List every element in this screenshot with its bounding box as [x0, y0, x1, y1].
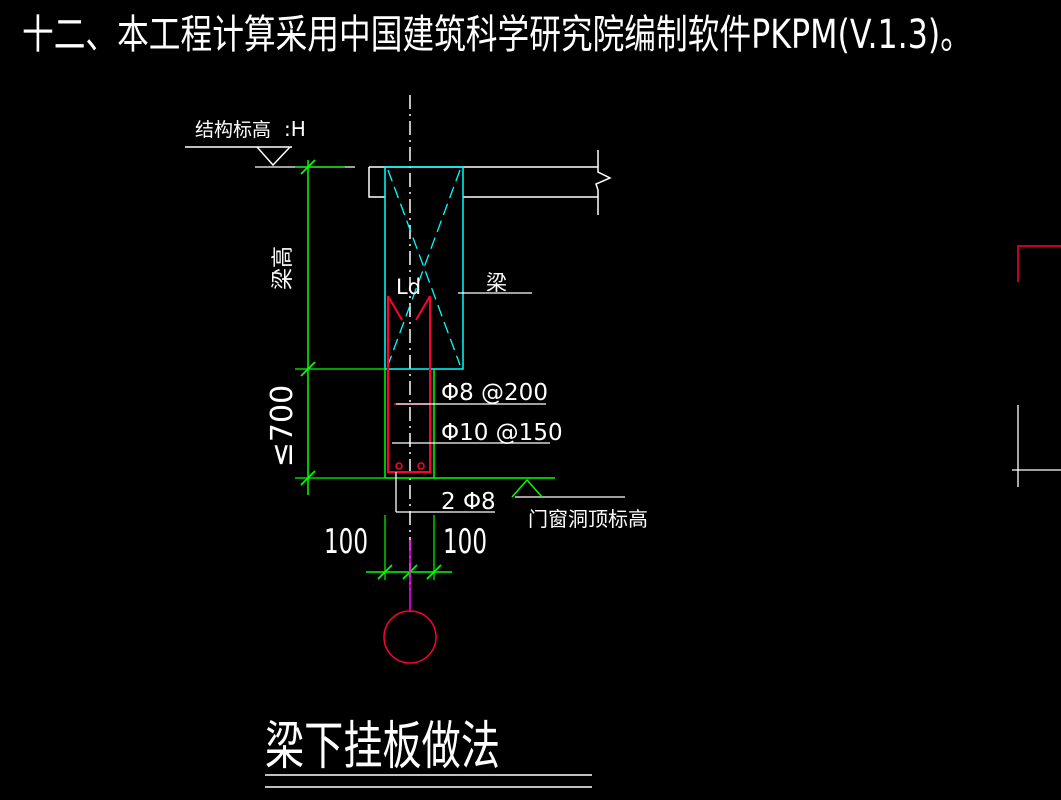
elevation-symbol: :H: [284, 117, 306, 141]
vertical-dimension: [295, 159, 385, 495]
opening-top-elevation-label: 门窗洞顶标高: [528, 507, 648, 531]
structure-elevation-marker: [185, 146, 355, 168]
opening-elevation-marker: [511, 478, 543, 498]
floor-slab: [368, 150, 612, 215]
adjacent-drawing-fragment: [1012, 245, 1061, 487]
anchorage-label: Ld: [396, 275, 421, 299]
rebar: [387, 295, 431, 473]
hanging-panel: [384, 369, 555, 479]
stirrup-label-2: Φ10 @150: [441, 420, 563, 446]
max-height-label: ≤700: [265, 385, 300, 467]
beam-height-label: 梁高: [271, 246, 296, 290]
bars-label: 2 Φ8: [441, 489, 496, 515]
general-note: 十二、本工程计算采用中国建筑科学研究院编制软件PKPM(V.1.3)。: [22, 12, 972, 58]
structure-elevation-label: 结构标高: [195, 119, 271, 141]
horizontal-dimension: [366, 515, 452, 580]
dimension-left: 100: [324, 522, 368, 562]
axis-bubble: [383, 540, 437, 664]
beam-outline: [384, 166, 464, 370]
stirrup-label-1: Φ8 @200: [441, 380, 548, 406]
dimension-right: 100: [443, 522, 487, 562]
drawing-title: 梁下挂板做法: [265, 717, 500, 777]
beam-label: 梁: [486, 271, 507, 295]
leader-lines: [392, 292, 625, 513]
